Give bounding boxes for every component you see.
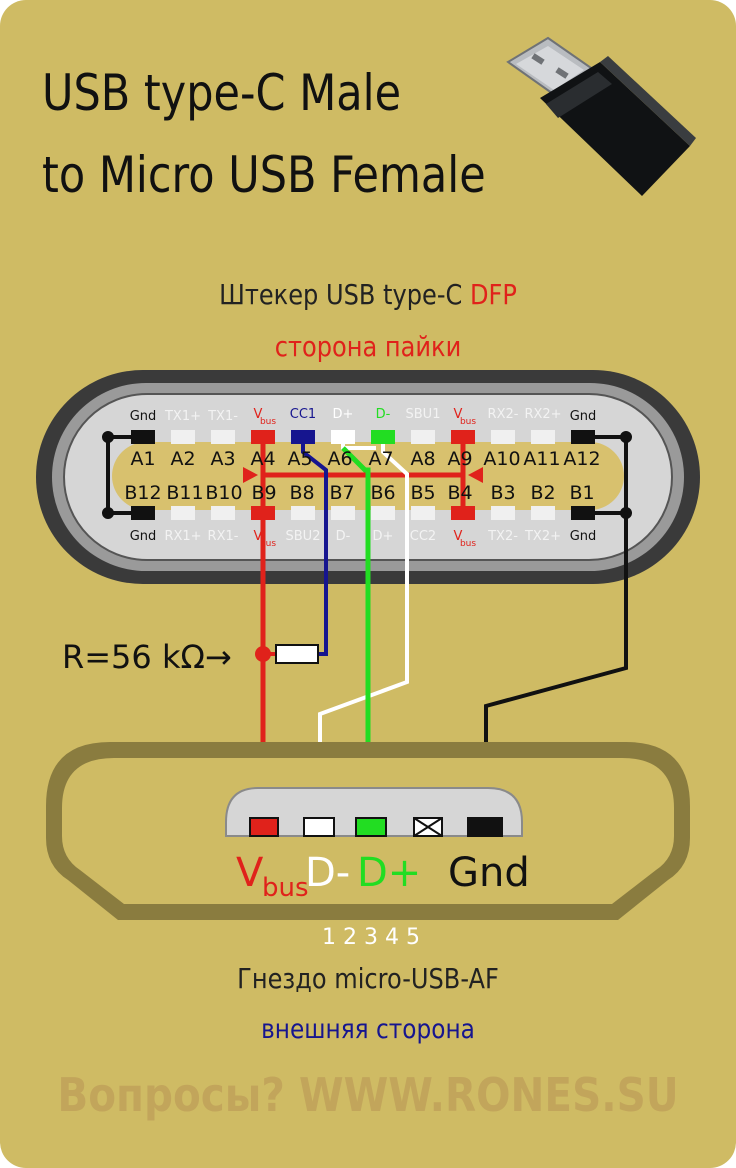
micro-caption: Гнездо micro-USB-AF xyxy=(237,962,499,995)
pin-b3: B3 xyxy=(490,482,515,504)
typec-b-pin-labels: B12 B11 B10 B9 B8 B7 B6 B5 B4 B3 B2 B1 xyxy=(124,482,594,504)
pin-b10: B10 xyxy=(205,482,242,504)
pin-b8: B8 xyxy=(289,482,314,504)
pin-a11: A11 xyxy=(523,448,560,470)
micro-pin-vbus: V xyxy=(236,850,264,896)
typec-top-signal-labels: Gnd TX1+ TX1- V bus CC1 D+ D- SBU1 V bus… xyxy=(130,407,597,427)
sig-top-12: Gnd xyxy=(570,409,597,424)
typec-bottom-pads xyxy=(131,506,595,520)
sig-top-4-sub: bus xyxy=(260,417,276,427)
sig-bot-9-sub: bus xyxy=(460,539,476,549)
micro-pin-gnd: Gnd xyxy=(448,850,530,896)
pin-a12: A12 xyxy=(563,448,600,470)
resistor-label: R=56 kΩ→ xyxy=(62,638,232,676)
sig-top-8: SBU1 xyxy=(406,407,441,422)
vbus-bus-wire xyxy=(243,444,483,506)
pin-b7: B7 xyxy=(329,482,354,504)
title-line-2: to Micro USB Female xyxy=(42,146,486,204)
pin-b4: B4 xyxy=(447,482,472,504)
micro-pin-numbers: 1 2 3 4 5 xyxy=(322,925,420,950)
wire-cc1-resistor xyxy=(263,444,328,664)
sig-top-3: TX1- xyxy=(207,409,238,424)
micro-pin-dplus: D+ xyxy=(357,850,421,896)
sig-bot-2: RX1+ xyxy=(164,529,201,544)
pin-a6: A6 xyxy=(327,448,352,470)
micro-side-caption: внешняя сторона xyxy=(261,1014,475,1045)
pin-b9: B9 xyxy=(251,482,276,504)
micro-usb-pin-labels: V bus D- D+ Gnd xyxy=(236,850,530,903)
sig-bot-10: TX2- xyxy=(487,529,518,544)
sig-top-2: TX1+ xyxy=(164,409,201,424)
sig-bot-5: SBU2 xyxy=(286,529,321,544)
pin-b1: B1 xyxy=(569,482,594,504)
typec-caption-highlight: DFP xyxy=(470,278,517,311)
sig-bot-11: TX2+ xyxy=(524,529,561,544)
sig-top-7: D- xyxy=(376,407,391,422)
typec-bottom-signal-labels: Gnd RX1+ RX1- V bus SBU2 D- D+ CC2 V bus… xyxy=(130,529,597,549)
pin-a10: A10 xyxy=(483,448,520,470)
pin-b6: B6 xyxy=(370,482,395,504)
sig-bot-7: D+ xyxy=(373,529,394,544)
typec-top-pads xyxy=(131,430,595,444)
pin-a4: A4 xyxy=(250,448,275,470)
pin-a7: A7 xyxy=(368,448,393,470)
sig-top-9-sub: bus xyxy=(460,417,476,427)
resistor-symbol xyxy=(275,644,319,664)
micro-usb-adapter-icon xyxy=(506,36,696,196)
sig-bot-4: V xyxy=(254,529,263,544)
typec-caption: Штекер USB type-C DFP xyxy=(52,278,685,311)
micro-usb-socket-outline xyxy=(46,742,690,920)
title-line-1: USB type-C Male xyxy=(42,64,402,122)
pin-a8: A8 xyxy=(410,448,435,470)
sig-bot-4-sub: bus xyxy=(260,539,276,549)
pin-b11: B11 xyxy=(166,482,203,504)
sig-top-5: CC1 xyxy=(290,407,316,422)
micro-pin-vbus-sub: bus xyxy=(262,873,309,903)
pin-a3: A3 xyxy=(210,448,235,470)
sig-bot-3: RX1- xyxy=(208,529,239,544)
sig-top-6: D+ xyxy=(333,407,354,422)
sig-bot-9: V xyxy=(454,529,463,544)
sig-top-9: V xyxy=(454,407,463,422)
footer-watermark[interactable]: Вопросы? WWW.RONES.SU xyxy=(57,1068,679,1122)
sig-bot-6: D- xyxy=(336,529,351,544)
sig-bot-1: Gnd xyxy=(130,529,157,544)
sig-top-10: RX2- xyxy=(488,407,519,422)
pin-b12: B12 xyxy=(124,482,161,504)
sig-top-4: V xyxy=(254,407,263,422)
sig-bot-8: CC2 xyxy=(410,529,436,544)
pin-a1: A1 xyxy=(130,448,155,470)
sig-bot-12: Gnd xyxy=(570,529,597,544)
typec-side-caption: сторона пайки xyxy=(274,330,462,363)
pin-b2: B2 xyxy=(530,482,555,504)
pin-a5: A5 xyxy=(287,448,312,470)
pin-a2: A2 xyxy=(170,448,195,470)
typec-caption-text: Штекер USB type-C xyxy=(219,278,471,311)
pin-a9: A9 xyxy=(447,448,472,470)
sig-top-11: RX2+ xyxy=(524,407,561,422)
typec-a-pin-labels: A1 A2 A3 A4 A5 A6 A7 A8 A9 A10 A11 A12 xyxy=(130,448,600,470)
wire-dplus xyxy=(341,446,371,818)
sig-top-1: Gnd xyxy=(130,409,157,424)
pin-b5: B5 xyxy=(410,482,435,504)
micro-pin-dminus: D- xyxy=(305,850,350,896)
